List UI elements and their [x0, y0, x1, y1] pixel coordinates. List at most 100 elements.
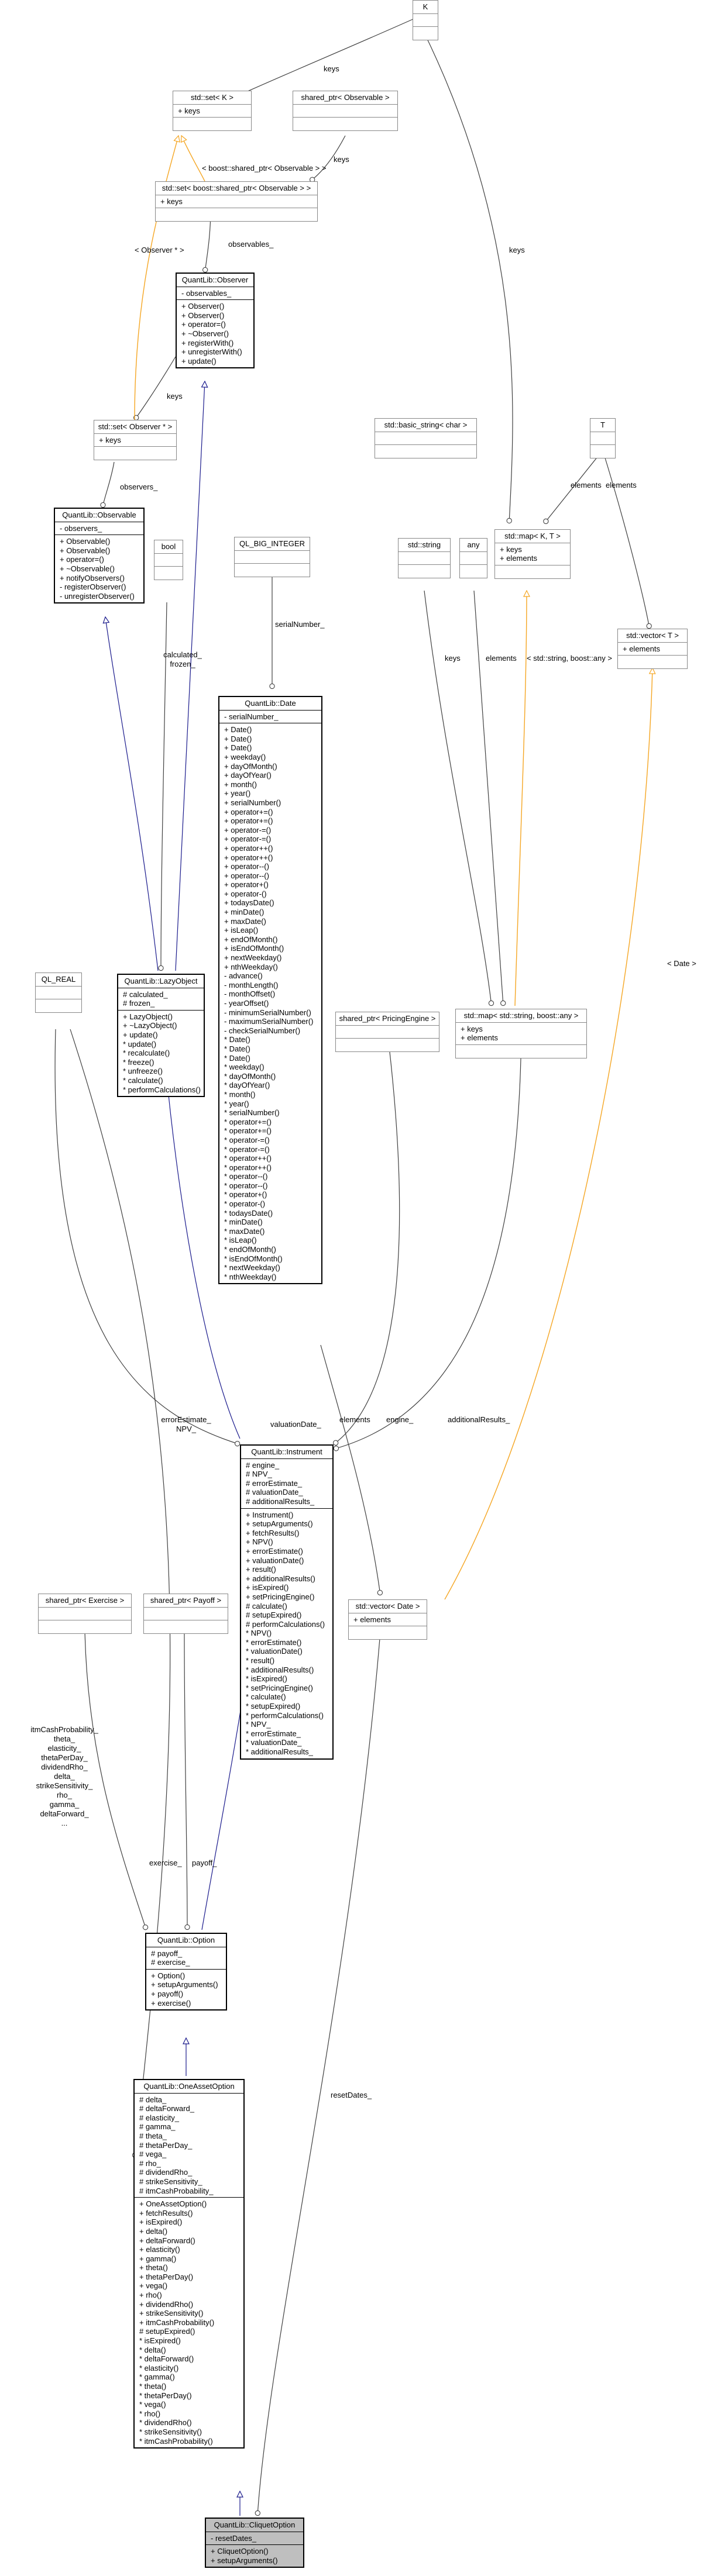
operation-row: + ~LazyObject() [123, 1021, 177, 1030]
class-box-t[interactable]: T [590, 418, 616, 458]
attribute-row: + elements [461, 1033, 498, 1043]
class-box-observer[interactable]: QuantLib::Observer- observables_+ Observ… [176, 273, 255, 369]
class-box-set-shared-ptr-observable[interactable]: std::set< boost::shared_ptr< Observable … [155, 181, 318, 222]
class-box-vector-t[interactable]: std::vector< T >+ elements [617, 629, 688, 670]
operation-row: + Observer() [181, 302, 225, 311]
greek-label: deltaForward_ [40, 1809, 89, 1818]
operation-row: + setupArguments() [211, 2556, 278, 2565]
operation-row: + thetaPerDay() [139, 2272, 194, 2281]
operation-row: * strikeSensitivity() [139, 2427, 202, 2436]
operation-row: + Observer() [181, 311, 225, 320]
class-box-bool[interactable]: bool [154, 540, 183, 580]
attribute-section: + keys [156, 195, 317, 209]
class-box-std-string[interactable]: std::string [398, 538, 451, 578]
edge-date-vector [320, 1344, 383, 1596]
class-box-shared-ptr-pricing-engine[interactable]: shared_ptr< PricingEngine > [335, 1012, 439, 1052]
greek-label: elasticity_ [47, 1744, 81, 1753]
class-box-shared-ptr-payoff[interactable]: shared_ptr< Payoff > [143, 1594, 228, 1634]
edge-inherit-observable [105, 617, 159, 971]
class-box-shared-ptr-exercise[interactable]: shared_ptr< Exercise > [38, 1594, 132, 1634]
class-title: std::map< K, T > [495, 530, 570, 543]
class-box-k[interactable]: K [413, 0, 438, 40]
operation-row: * nthWeekday() [224, 1272, 277, 1281]
operation-row: + Date() [224, 734, 252, 743]
operation-row: * result() [246, 1656, 275, 1665]
edge-label-t-vector: elements [606, 481, 637, 489]
class-title: shared_ptr< PricingEngine > [336, 1012, 439, 1026]
class-box-shared-ptr-observable[interactable]: shared_ptr< Observable > [293, 91, 398, 131]
class-title: T [590, 419, 615, 432]
operation-section [590, 445, 615, 458]
operation-row: + strikeSensitivity() [139, 2309, 204, 2318]
operation-row: + operator=() [60, 555, 104, 564]
class-box-cliquet-option[interactable]: QuantLib::CliquetOption- resetDates_+ Cl… [205, 2518, 304, 2568]
operation-row: * operator++() [224, 1163, 272, 1172]
operation-row: + endOfMonth() [224, 934, 278, 944]
attribute-section [375, 432, 476, 445]
class-box-ql-real[interactable]: QL_REAL [35, 973, 82, 1013]
edge-sp-set [309, 135, 346, 182]
attribute-row: - resetDates_ [211, 2533, 257, 2543]
operation-section [144, 1620, 228, 1633]
edge-label-string-map: keys [445, 654, 461, 663]
class-title: K [413, 1, 438, 14]
operation-row: * setPricingEngine() [246, 1683, 313, 1692]
operation-section [456, 1045, 586, 1058]
operation-row: # setupExpired() [139, 2327, 195, 2336]
class-box-ql-big-integer[interactable]: QL_BIG_INTEGER [234, 537, 310, 577]
class-box-basic-string[interactable]: std::basic_string< char > [375, 418, 477, 458]
operation-row: * gamma() [139, 2372, 175, 2382]
edge-map-instr [333, 1058, 521, 1451]
class-box-vector-date[interactable]: std::vector< Date >+ elements [348, 1599, 427, 1640]
operation-row: + vega() [139, 2281, 168, 2291]
edge-inherit-observer [175, 381, 205, 971]
edge-k-map [416, 17, 513, 524]
edge-template-sp [181, 136, 205, 182]
class-box-set-observer-ptr[interactable]: std::set< Observer * >+ keys [94, 420, 177, 461]
greek-label: rho_ [56, 1791, 73, 1799]
operation-row: * performCalculations() [246, 1711, 324, 1720]
operation-row: + isExpired() [246, 1583, 289, 1592]
operation-row: - unregisterObserver() [60, 591, 135, 601]
attribute-row: + elements [500, 554, 537, 563]
operation-row: + operator--() [224, 862, 269, 871]
operation-section [154, 567, 183, 580]
operation-section [399, 565, 450, 578]
class-title: QuantLib::LazyObject [118, 975, 204, 988]
operation-row: * rho() [139, 2409, 161, 2418]
class-box-map-k-t[interactable]: std::map< K, T >+ keys+ elements [494, 529, 571, 579]
attribute-section: # engine_# NPV_# errorEstimate_# valuati… [241, 1459, 332, 1509]
edge-t-map [543, 450, 603, 525]
attribute-row: # NPV_ [246, 1470, 272, 1479]
class-box-option[interactable]: QuantLib::Option# payoff_# exercise_+ Op… [145, 1933, 227, 2011]
class-title: QuantLib::Observer [177, 274, 253, 287]
operation-section [349, 1626, 427, 1639]
class-box-instrument[interactable]: QuantLib::Instrument# engine_# NPV_# err… [240, 1444, 334, 1760]
class-box-map-string-any[interactable]: std::map< std::string, boost::any >+ key… [455, 1009, 587, 1058]
class-box-observable[interactable]: QuantLib::Observable- observers_+ Observ… [54, 508, 145, 604]
edge-observer-setobs [133, 356, 176, 420]
class-box-one-asset-option[interactable]: QuantLib::OneAssetOption# delta_# deltaF… [133, 2079, 245, 2449]
operation-row: * operator+=() [224, 1117, 272, 1126]
operation-row: * delta() [139, 2345, 166, 2354]
class-box-any[interactable]: any [459, 538, 487, 578]
class-title: std::basic_string< char > [375, 419, 476, 432]
operation-row: + errorEstimate() [246, 1546, 303, 1556]
operation-section [36, 999, 81, 1012]
attribute-row: # theta_ [139, 2131, 167, 2140]
edge-label-greeks: itmCashProbability_ theta_ elasticity_ t… [30, 1725, 98, 1828]
attribute-section [590, 432, 615, 445]
attribute-row: + keys [461, 1024, 483, 1033]
attribute-row: # additionalResults_ [246, 1496, 315, 1506]
edge-label-resetdates: resetDates_ [331, 2091, 372, 2099]
class-box-date[interactable]: QuantLib::Date- serialNumber_+ Date()+ D… [218, 696, 322, 1285]
operation-row: + setPricingEngine() [246, 1592, 315, 1601]
class-box-lazy-object[interactable]: QuantLib::LazyObject# calculated_# froze… [117, 974, 205, 1098]
class-box-set-k[interactable]: std::set< K >+ keys [173, 91, 252, 132]
operation-row: * vega() [139, 2400, 166, 2409]
attribute-row: + keys [99, 435, 121, 444]
attribute-section [413, 14, 438, 27]
operation-section [413, 27, 438, 40]
edge-label-observables: observables_ [228, 240, 274, 249]
